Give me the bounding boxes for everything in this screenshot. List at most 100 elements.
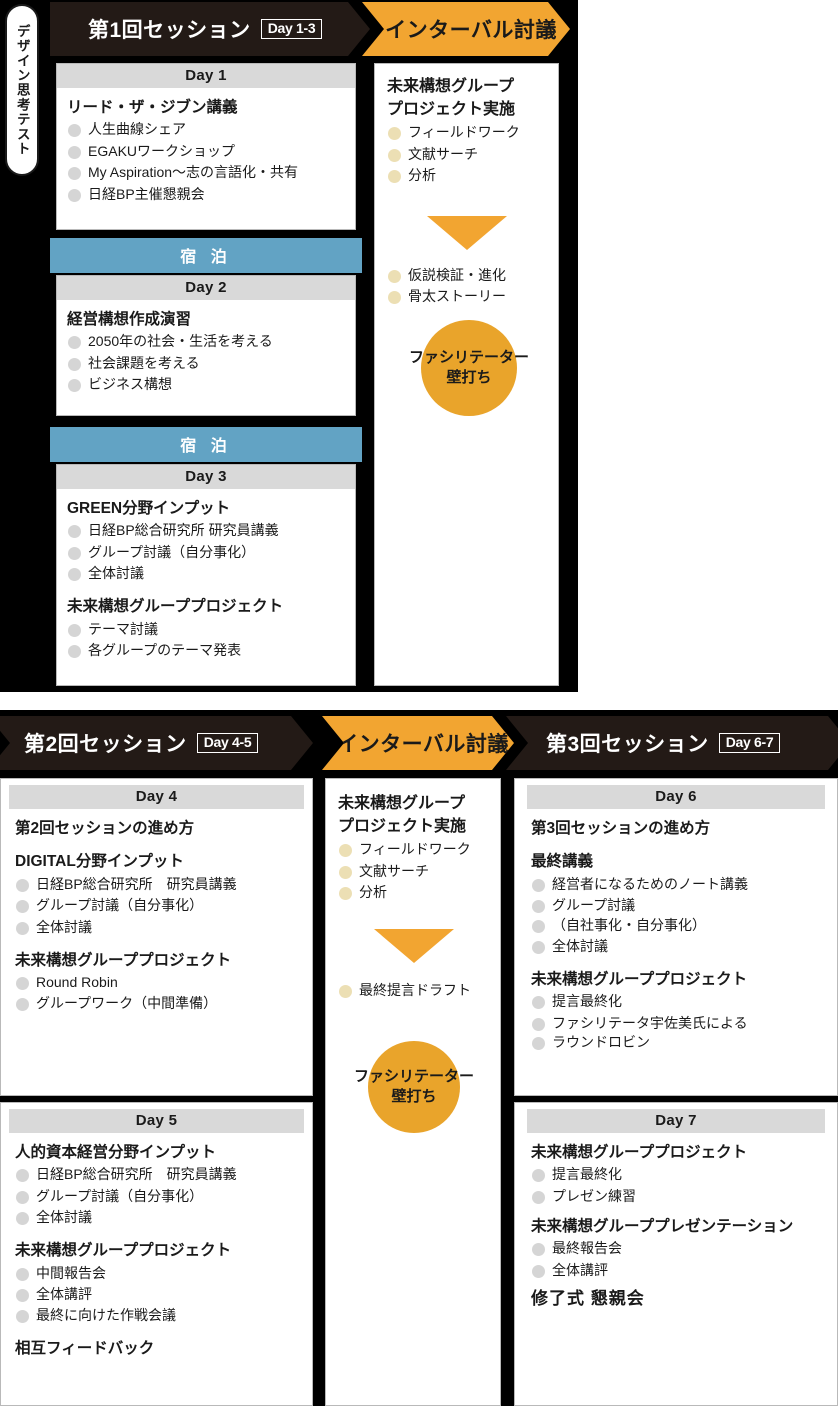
card-day-6: Day 6 第3回セッションの進め方 最終講義 経営者になるためのノート講義 グ… (514, 778, 838, 1096)
down-arrow-icon (374, 929, 454, 963)
list-item: 仮説検証・進化 (387, 266, 549, 286)
interval-bottom-heading-line-2: プロジェクト実施 (338, 818, 467, 836)
header-interval-bottom: インターバル討議 (322, 716, 514, 770)
list-item: グループ討議（自分事化） (15, 896, 302, 916)
list-item: 最終に向けた作戦会議 (15, 1306, 302, 1326)
list-item: 日経BP主催懇親会 (67, 185, 345, 205)
list-item-continuation: ラウンドロビン (531, 1033, 827, 1053)
header-session-2: 第2回セッション Day 4-5 (0, 716, 313, 770)
facilitator-label-line-1: ファシリテーター (353, 1068, 474, 1085)
day-4-group-1-heading: DIGITAL分野インプット (15, 853, 184, 871)
facilitator-circle (368, 1041, 460, 1133)
list-item-continuation-text: ラウンドロビン (552, 1034, 650, 1051)
list-item: ビジネス構想 (67, 375, 345, 395)
list-item: プレゼン練習 (531, 1187, 827, 1207)
facilitator-circle-label: ファシリテーター 壁打ち (326, 1067, 500, 1108)
day-4-label: Day 4 (9, 785, 304, 809)
list-item: 全体討議 (15, 1208, 302, 1228)
card-day-7: Day 7 未来構想グループプロジェクト 提言最終化 プレゼン練習 未来構想グル… (514, 1102, 838, 1406)
list-item: 全体討議 (67, 564, 345, 584)
list-item: 分析 (387, 166, 546, 186)
list-item: EGAKUワークショップ (67, 142, 345, 162)
list-item: 提言最終化 (531, 1165, 827, 1185)
list-item: 日経BP総合研究所 研究員講義 (67, 521, 345, 541)
list-item: 文献サーチ (338, 862, 488, 882)
card-day-4: Day 4 第2回セッションの進め方 DIGITAL分野インプット 日経BP総合… (0, 778, 313, 1096)
list-item: 文献サーチ (387, 145, 546, 165)
list-item: 骨太ストーリー (387, 287, 549, 307)
header-session-2-title: 第2回セッション (24, 733, 187, 756)
list-item: フィールドワーク (338, 840, 488, 860)
list-item: 人生曲線シェア (67, 120, 345, 140)
header-session-3-badge: Day 6-7 (719, 733, 781, 753)
card-day-1: Day 1 リード・ザ・ジブン講義 人生曲線シェア EGAKUワークショップ M… (56, 63, 356, 230)
day-5-group-0-heading: 人的資本経営分野インプット (15, 1144, 217, 1161)
day-7-group-1-heading: 未来構想グループプレゼンテーション (531, 1217, 794, 1235)
list-item: 分析 (338, 883, 488, 903)
list-item: 最終報告会 (531, 1239, 827, 1259)
day-2-label: Day 2 (57, 276, 355, 300)
list-item: 提言最終化 (531, 992, 827, 1012)
stay-bar-1: 宿 泊 (50, 238, 362, 273)
day-7-group-0-heading: 未来構想グループプロジェクト (531, 1144, 748, 1161)
list-item-continuation: （自社事化・自分事化） (531, 916, 827, 936)
day-1-group-0-heading: リード・ザ・ジブン講義 (67, 99, 238, 116)
day-3-group-0-heading: GREEN分野インプット (67, 500, 231, 517)
day-4-group-2-heading: 未来構想グループプロジェクト (15, 951, 232, 969)
stay-bar-2: 宿 泊 (50, 427, 362, 462)
header-session-1-title: 第1回セッション (88, 19, 251, 42)
list-item: 日経BP総合研究所 研究員講義 (15, 1165, 302, 1185)
day-6-group-2-heading: 未来構想グループプロジェクト (531, 970, 748, 988)
list-item: 全体講評 (531, 1261, 827, 1281)
interval-bottom-heading-line-1: 未来構想グループ (338, 795, 466, 812)
day-4-group-0-heading: 第2回セッションの進め方 (15, 820, 195, 837)
list-item: 日経BP総合研究所 研究員講義 (15, 875, 302, 895)
list-item: グループ討議（自分事化） (15, 1187, 302, 1207)
down-arrow-icon (427, 216, 507, 250)
list-item: 経営者になるためのノート講義 (531, 875, 827, 895)
top-block: デザイン思考テスト 第1回セッション Day 1-3 インターバル討議 Day … (0, 0, 838, 692)
list-item: 中間報告会 (15, 1264, 302, 1284)
day-7-group-2-heading: 修了式 懇親会 (531, 1289, 645, 1309)
header-interval-top-title: インターバル討議 (385, 19, 557, 42)
list-item: 2050年の社会・生活を考える (67, 332, 345, 352)
day-5-group-2-heading: 相互フィードバック (15, 1340, 155, 1358)
day-2-group-0-heading: 経営構想作成演習 (67, 311, 192, 328)
list-item: My Aspiration〜志の言語化・共有 (67, 163, 345, 183)
list-item: 社会課題を考える (67, 354, 345, 374)
list-item: ファシリテータ宇佐美氏による (531, 1014, 827, 1034)
facilitator-circle-label: ファシリテーター 壁打ち (379, 348, 558, 389)
list-item: テーマ討議 (67, 620, 345, 640)
card-day-5: Day 5 人的資本経営分野インプット 日経BP総合研究所 研究員講義 グループ… (0, 1102, 313, 1406)
day-5-group-1-heading: 未来構想グループプロジェクト (15, 1242, 232, 1260)
header-session-3-title: 第3回セッション (546, 733, 709, 756)
list-item: グループ討議 (531, 896, 827, 916)
header-session-3: 第3回セッション Day 6-7 (506, 716, 838, 770)
interval-top-heading-line-2: プロジェクト実施 (387, 101, 516, 119)
facilitator-circle (421, 320, 517, 416)
header-interval-bottom-title: インターバル討議 (337, 733, 509, 756)
facilitator-label-line-2: 壁打ち (391, 1088, 437, 1106)
list-item: 全体討議 (15, 918, 302, 938)
bottom-block: 第2回セッション Day 4-5 インターバル討議 第3回セッション Day 6… (0, 710, 838, 1406)
list-item: グループ討議（自分事化） (67, 543, 345, 563)
divider-right (501, 778, 514, 1406)
day-6-label: Day 6 (527, 785, 825, 809)
list-item: グループワーク（中間準備） (15, 994, 302, 1014)
list-item: 全体討議 (531, 937, 827, 957)
list-item: 各グループのテーマ発表 (67, 641, 345, 661)
list-item: 最終提言ドラフト (338, 981, 498, 1001)
day-5-label: Day 5 (9, 1109, 304, 1133)
header-session-1: 第1回セッション Day 1-3 (50, 2, 370, 56)
day-3-label: Day 3 (57, 465, 355, 489)
side-tab-design-thinking-test: デザイン思考テスト (5, 4, 39, 176)
day-7-label: Day 7 (527, 1109, 825, 1133)
list-item: 全体講評 (15, 1285, 302, 1305)
side-tab-label: デザイン思考テスト (14, 23, 30, 157)
day-6-group-0-heading: 第3回セッションの進め方 (531, 820, 711, 837)
card-interval-top: 未来構想グループ プロジェクト実施 フィールドワーク 文献サーチ 分析 仮説検証… (374, 63, 559, 686)
day-6-group-1-heading: 最終講義 (531, 853, 594, 871)
card-day-2: Day 2 経営構想作成演習 2050年の社会・生活を考える 社会課題を考える … (56, 275, 356, 416)
day-1-label: Day 1 (57, 64, 355, 88)
